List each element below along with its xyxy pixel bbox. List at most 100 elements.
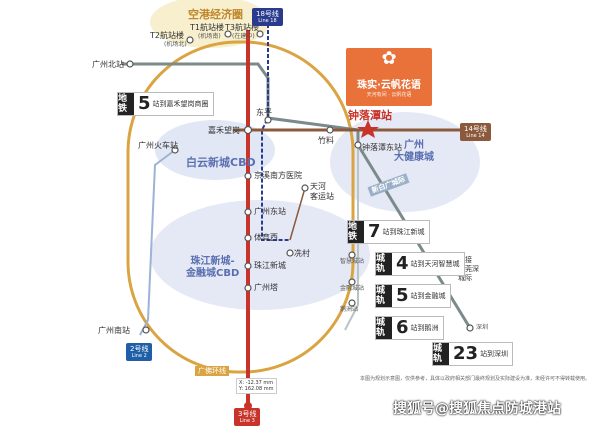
- callout-badge: 城轨: [433, 343, 449, 365]
- station-gz-tower: [244, 284, 252, 292]
- brand-sub: 天河有间 · 云帆花语: [366, 92, 412, 98]
- label-t1: T1航站楼: [190, 23, 224, 32]
- callout-num: 6: [396, 317, 409, 338]
- airport-zone: [150, 0, 270, 48]
- zone-baiyun: 白云新城CBD: [186, 156, 256, 169]
- label-gz-rail: 广州火车站: [138, 141, 178, 150]
- coach-connector: [289, 187, 306, 241]
- station-lianzhou: [348, 299, 356, 307]
- callout-badge: 城轨: [376, 317, 392, 339]
- zone-airport: 空港经济圈: [188, 8, 243, 21]
- callout-badge: 城轨: [376, 285, 392, 307]
- label-jiahe: 嘉禾望岗: [208, 126, 240, 135]
- line-3-en: Line 3: [239, 418, 255, 424]
- line-14-en: Line 14: [466, 133, 485, 139]
- label-tiyu: 体育西: [254, 233, 278, 242]
- line-3-label: 3号线: [238, 410, 257, 418]
- callout-text: 站到深圳: [480, 350, 509, 358]
- callout-zhujiang: 地铁 7 站到珠江新城: [347, 220, 430, 244]
- callout-text: 站到珠江新城: [382, 228, 425, 236]
- callout-zhihui: 城轨 4 站到天河智慧城: [375, 252, 465, 276]
- label-gz-north: 广州北站: [92, 60, 124, 69]
- line-18-label: 18号线: [256, 10, 279, 18]
- coord-y: Y: 162.08 mm: [239, 386, 274, 392]
- label-zhihui: 智慧城站: [340, 258, 365, 265]
- callout-text: 站到天河智慧城: [410, 260, 460, 268]
- callout-num: 7: [368, 221, 381, 242]
- coordinate-readout: X: -12.37 mm Y: 162.08 mm: [236, 378, 277, 394]
- coord-x: X: -12.37 mm: [239, 380, 274, 386]
- health-zone: [330, 112, 480, 212]
- line-18-en: Line 18: [258, 18, 277, 24]
- label-t2-sub: (机场北): [164, 41, 187, 48]
- label-jinrong: 金融城站: [340, 285, 365, 292]
- zone-health: 广州 大健康城: [394, 140, 434, 163]
- callout-badge: 地铁: [118, 93, 134, 115]
- label-zhongluotan-east: 钟落潭东站: [362, 143, 402, 152]
- station-zhujiang-new: [244, 262, 252, 270]
- station-xiancun: [286, 249, 294, 257]
- label-zhuliao: 竹料: [318, 136, 334, 145]
- callout-num: 5: [396, 285, 409, 306]
- station-tianhe-coach: [301, 184, 309, 192]
- label-t3-sub: (在建中): [232, 33, 255, 40]
- ring-label: 广佛环线: [195, 366, 229, 376]
- label-gz-east: 广州东站: [254, 207, 286, 216]
- label-gz-tower: 广州塔: [254, 283, 278, 292]
- line-2-en: Line 2: [131, 353, 147, 359]
- label-t3: T3航站楼: [225, 23, 259, 32]
- label-zhujiang-new: 珠江新城: [254, 261, 286, 270]
- station-gz-east: [244, 208, 252, 216]
- station-gz-north: [126, 60, 134, 68]
- callout-shenzhen: 城轨 23 站到深圳: [432, 342, 514, 366]
- station-shenzhen: [466, 324, 474, 332]
- star-icon: [357, 120, 379, 138]
- line-2-label: 2号线: [130, 345, 149, 353]
- label-lianjiang: 连接 穗莞深 城际: [458, 256, 479, 282]
- callout-jinrong: 城轨 5 站到金融城: [375, 284, 451, 308]
- ring-line: [126, 40, 355, 374]
- line-3-tag: 3号线 Line 3: [234, 408, 261, 426]
- watermark: 搜狐号@搜狐焦点防城港站: [393, 401, 561, 417]
- disclaimer-note: 本图为规划示意图，仅供参考，具体以政府相关部门最终规划及实际建设为准，未经许可不…: [360, 376, 591, 382]
- project-brand: ✿ 珠实·云帆花语 天河有间 · 云帆花语: [346, 48, 432, 106]
- callout-text: 站到鹅洲: [410, 324, 439, 332]
- callout-num: 4: [396, 253, 409, 274]
- label-xiancun: 冼村: [294, 249, 310, 258]
- label-lianzhou: 鹅洲站: [340, 306, 359, 313]
- flower-logo-icon: ✿: [381, 48, 397, 69]
- zone-zhujiang: 珠江新城- 金融城CBD: [186, 256, 240, 279]
- station-jingxi: [244, 172, 252, 180]
- label-t2: T2航站楼: [150, 31, 184, 40]
- station-jinrong: [348, 278, 356, 286]
- callout-lianzhou: 城轨 6 站到鹅洲: [375, 316, 444, 340]
- station-zhuliao: [326, 126, 334, 134]
- line-14-tag: 14号线 Line 14: [460, 123, 491, 141]
- station-dongping: [264, 116, 272, 124]
- label-t1-sub: (机场南): [198, 33, 221, 40]
- station-t1: [224, 30, 232, 38]
- line-2-tag: 2号线 Line 2: [126, 343, 153, 361]
- station-jiahe: [243, 125, 253, 135]
- label-shenzhen: 深圳: [476, 324, 489, 331]
- label-jingxi: 京溪南方医院: [254, 171, 302, 180]
- station-t3: [256, 30, 264, 38]
- station-zhongluotan-east: [354, 141, 362, 149]
- label-dongping: 东平: [256, 108, 272, 117]
- intercity-branch: [344, 145, 359, 331]
- label-gz-south: 广州南站: [98, 326, 130, 335]
- station-zhihui: [348, 251, 356, 259]
- label-zhongluotan: 钟落潭站: [348, 109, 392, 122]
- station-gz-south: [142, 326, 150, 334]
- callout-num: 23: [453, 343, 479, 364]
- callout-text: 站到嘉禾望岗商圈: [152, 100, 209, 108]
- station-gz-rail: [171, 146, 179, 154]
- zhujiang-zone: [150, 200, 370, 310]
- line-18: [261, 24, 290, 241]
- label-tianhe-coach: 天河 客运站: [310, 182, 334, 201]
- callout-badge: 城轨: [376, 253, 392, 275]
- brand-name: 珠实·云帆花语: [357, 80, 421, 91]
- callout-num: 5: [138, 93, 151, 114]
- line-18-tag: 18号线 Line 18: [252, 8, 283, 26]
